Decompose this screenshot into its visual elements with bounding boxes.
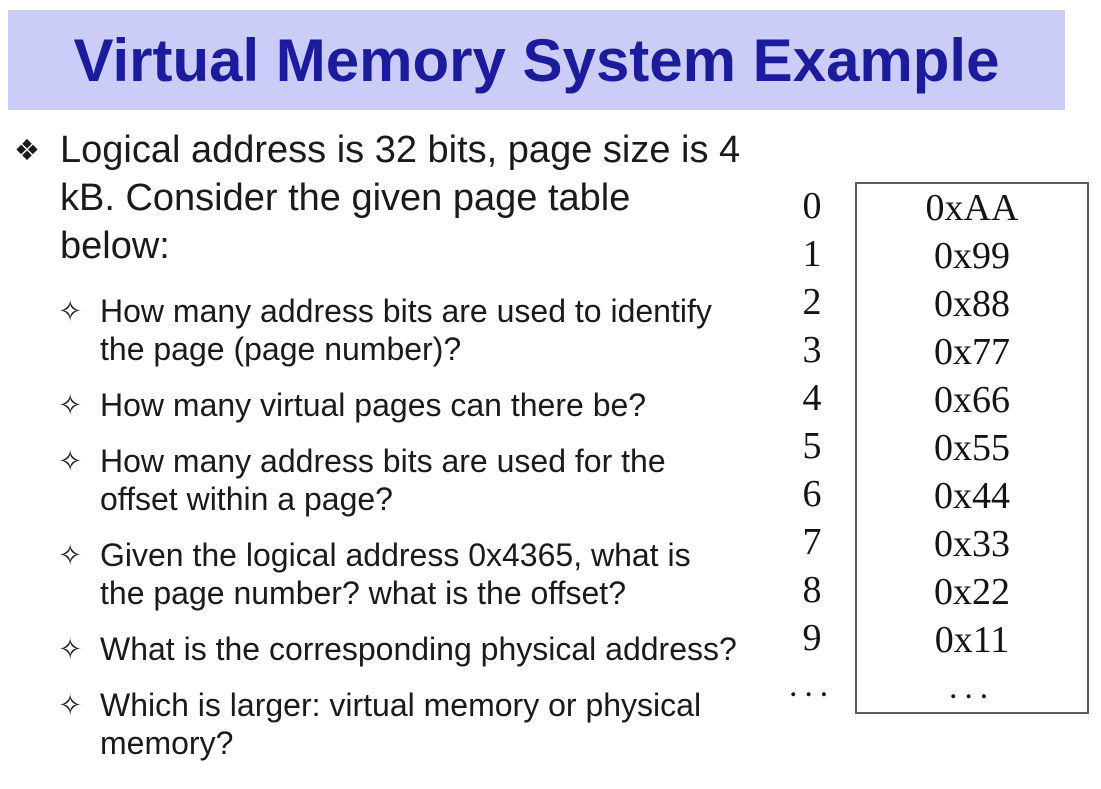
frame-value: 0x33 (934, 523, 1010, 565)
sub-bullet-text: Which is larger: virtual memory or physi… (100, 687, 702, 761)
frame-value: 0xAA (925, 187, 1019, 229)
sub-bullet-text: How many virtual pages can there be? (100, 387, 647, 423)
page-index: 1 (802, 233, 822, 275)
frame-value: 0x77 (934, 331, 1010, 373)
sub-bullet-text: How many address bits are used to identi… (100, 293, 712, 367)
page-index: 9 (802, 617, 822, 659)
main-bullet-text: Logical address is 32 bits, page size is… (60, 129, 741, 267)
sub-bullet-item: ✧ How many address bits are used for the… (58, 442, 776, 518)
question-list: ❖ Logical address is 32 bits, page size … (14, 126, 776, 780)
frame-value: 0x88 (934, 283, 1010, 325)
slide-title: Virtual Memory System Example (73, 26, 1000, 94)
frame-value: 0x22 (934, 571, 1010, 613)
sub-bullet-item: ✧ Given the logical address 0x4365, what… (58, 536, 776, 612)
frame-value: 0x44 (934, 475, 1010, 517)
page-table-index-column: 0 1 2 3 4 5 6 7 8 9 ... (780, 182, 844, 710)
page-index: 5 (802, 425, 822, 467)
sub-bullet-item: ✧ Which is larger: virtual memory or phy… (58, 686, 776, 762)
page-index-ellipsis: ... (789, 667, 835, 704)
main-bullet-item: ❖ Logical address is 32 bits, page size … (14, 126, 776, 270)
frame-value: 0x99 (934, 235, 1010, 277)
page-index: 7 (802, 521, 822, 563)
white-star-bullet-icon: ✧ (58, 538, 83, 572)
sub-bullet-list: ✧ How many address bits are used to iden… (14, 292, 776, 762)
page-index: 4 (802, 377, 822, 419)
sub-bullet-item: ✧ How many virtual pages can there be? (58, 386, 776, 424)
white-star-bullet-icon: ✧ (58, 688, 83, 722)
frame-value: 0x66 (934, 379, 1010, 421)
sub-bullet-text: How many address bits are used for the o… (100, 443, 666, 517)
title-banner: Virtual Memory System Example (8, 10, 1065, 110)
sub-bullet-text: Given the logical address 0x4365, what i… (100, 537, 691, 611)
sub-bullet-text: What is the corresponding physical addre… (100, 631, 737, 667)
white-star-bullet-icon: ✧ (58, 294, 83, 328)
frame-value: 0x11 (934, 619, 1010, 661)
page-table-frame-box: 0xAA 0x99 0x88 0x77 0x66 0x55 0x44 0x33 … (855, 182, 1089, 714)
page-index: 6 (802, 473, 822, 515)
white-star-bullet-icon: ✧ (58, 444, 83, 478)
page-index: 0 (802, 185, 822, 227)
page-index: 2 (802, 281, 822, 323)
sub-bullet-item: ✧ How many address bits are used to iden… (58, 292, 776, 368)
frame-value: 0x55 (934, 427, 1010, 469)
frame-value-ellipsis: ... (949, 669, 995, 706)
page-index: 8 (802, 569, 822, 611)
page-index: 3 (802, 329, 822, 371)
black-diamond-bullet-icon: ❖ (14, 133, 40, 167)
white-star-bullet-icon: ✧ (58, 632, 83, 666)
white-star-bullet-icon: ✧ (58, 388, 83, 422)
sub-bullet-item: ✧ What is the corresponding physical add… (58, 630, 776, 668)
